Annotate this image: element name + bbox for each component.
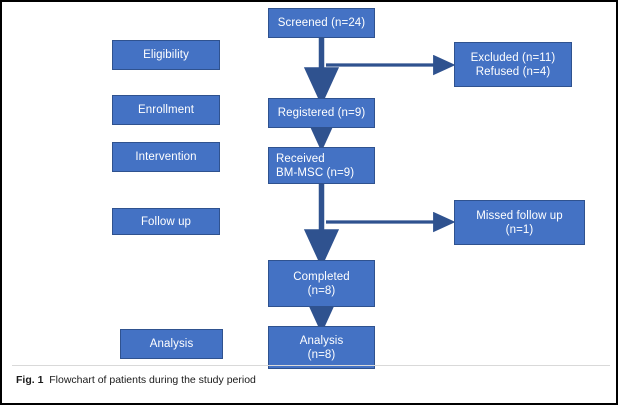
figure-caption: Fig. 1 Flowchart of patients during the … <box>16 373 576 387</box>
exclusion-box-missed-line2: (n=1) <box>505 223 534 236</box>
flow-box-screened-line1: Screened (n=24) <box>277 17 366 29</box>
stage-label-analysis: Analysis <box>149 338 194 350</box>
stage-label-eligibility: Eligibility <box>143 49 189 61</box>
flow-box-completed-line2: (n=8) <box>307 284 336 297</box>
stage-label-follow-up: Follow up <box>140 215 192 228</box>
exclusion-box-missed-line1: Missed follow up <box>476 209 563 222</box>
flow-box-completed[interactable]: Completed (n=8) <box>268 260 375 307</box>
flow-box-screened[interactable]: Screened (n=24) <box>268 8 375 38</box>
stage-box-enrollment[interactable]: Enrollment <box>112 95 220 125</box>
flow-box-analysis-line2: (n=8) <box>307 348 336 361</box>
exclusion-box-excluded-refused[interactable]: Excluded (n=11) Refused (n=4) <box>454 42 572 87</box>
flow-box-analysis[interactable]: Analysis (n=8) <box>268 326 375 369</box>
stage-box-intervention[interactable]: Intervention <box>112 142 220 172</box>
flow-box-analysis-line1: Analysis <box>299 334 344 347</box>
flow-box-received-bmmsc[interactable]: Received BM-MSC (n=9) <box>268 147 375 184</box>
figure-caption-label: Fig. 1 <box>16 374 44 386</box>
flow-box-registered-line1: Registered (n=9) <box>277 107 366 119</box>
stage-box-follow-up[interactable]: Follow up <box>112 208 220 235</box>
flow-box-registered[interactable]: Registered (n=9) <box>268 98 375 128</box>
flow-box-completed-line1: Completed <box>293 270 350 283</box>
figure-caption-text: Flowchart of patients during the study p… <box>49 374 256 386</box>
exclusion-box-missed-follow-up[interactable]: Missed follow up (n=1) <box>454 200 585 245</box>
exclusion-box-excluded-line2: Refused (n=4) <box>475 65 551 78</box>
stage-box-analysis[interactable]: Analysis <box>120 329 223 359</box>
stage-label-enrollment: Enrollment <box>138 104 194 116</box>
stage-box-eligibility[interactable]: Eligibility <box>112 40 220 70</box>
caption-divider <box>12 365 610 366</box>
flow-box-received-line1: Received <box>276 152 325 165</box>
stage-label-intervention: Intervention <box>135 151 197 163</box>
flow-box-received-line2: BM-MSC (n=9) <box>276 166 355 179</box>
exclusion-box-excluded-line1: Excluded (n=11) <box>470 51 556 64</box>
